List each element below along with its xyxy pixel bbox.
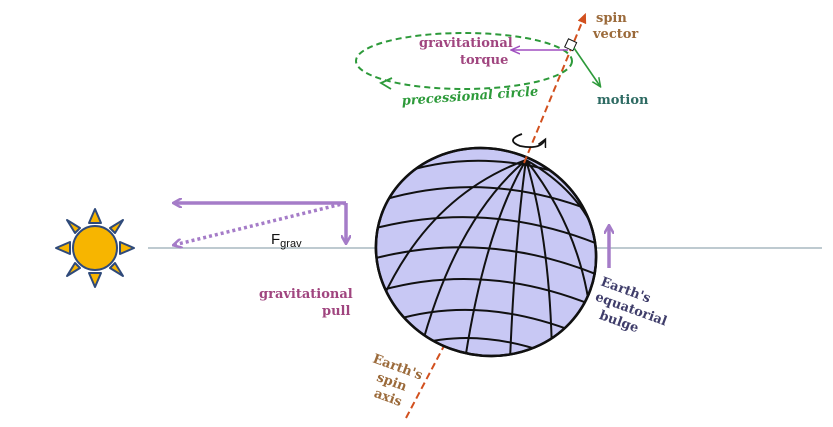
precessional-circle (355, 32, 573, 90)
spin-axis-upper (523, 15, 585, 164)
earth-globe (374, 146, 606, 361)
rotation-arrow-icon (512, 133, 545, 147)
fgrav-label: Fgrav (271, 231, 302, 250)
gravitational-pull-arrows (174, 203, 346, 245)
spin-vector-label: spin vector (592, 11, 638, 42)
spin-axis-label: Earth's spin axis (360, 352, 429, 415)
spin-axis-lower (405, 324, 456, 419)
right-angle-marker (564, 38, 578, 52)
motion-label: motion (597, 93, 649, 108)
equatorial-bulge-label: Earth's equatorial bulge (588, 275, 679, 346)
sun-icon (55, 208, 135, 288)
gravitational-torque-label: gravitational torque (419, 36, 517, 68)
gravitational-pull-label: gravitational pull (259, 287, 357, 319)
motion-arrow (573, 47, 600, 86)
